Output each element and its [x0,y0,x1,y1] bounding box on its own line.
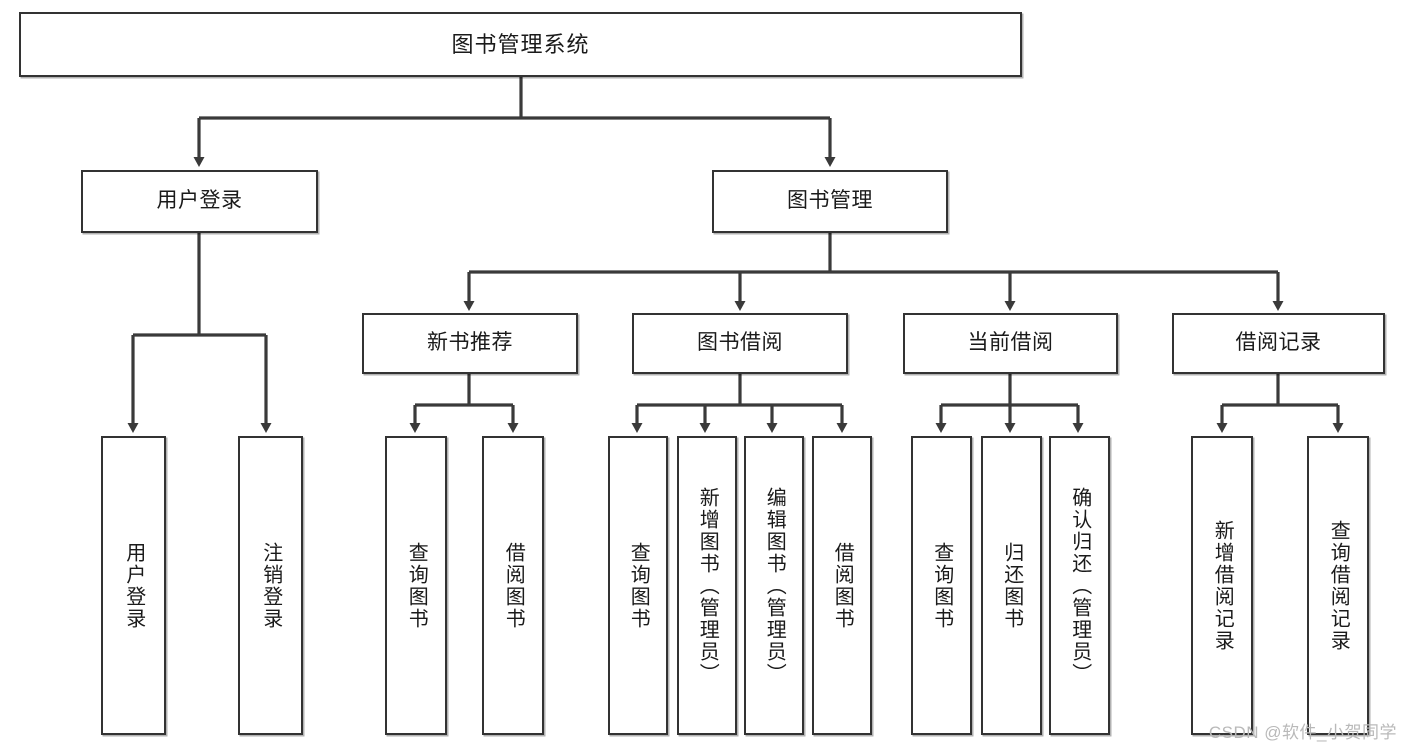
node-leaf-query-book-2[interactable]: 查询图书 [608,436,668,735]
node-leaf-user-login[interactable]: 用户登录 [101,436,166,735]
node-leaf-logout[interactable]: 注销登录 [238,436,303,735]
node-book-borrow[interactable]: 图书借阅 [632,313,848,374]
node-current-borrow[interactable]: 当前借阅 [903,313,1118,374]
node-borrow-record[interactable]: 借阅记录 [1172,313,1385,374]
csdn-watermark: CSDN @软件_小贺同学 [1208,723,1397,742]
node-book-manage-label: 图书管理 [787,189,873,213]
node-leaf-borrow-book-2-label: 借阅图书 [831,541,854,630]
node-book-borrow-label: 图书借阅 [697,331,783,355]
node-leaf-query-book-1[interactable]: 查询图书 [385,436,447,735]
node-user-login[interactable]: 用户登录 [81,170,318,233]
node-leaf-return-book-label: 归还图书 [1000,541,1023,630]
node-leaf-add-book-label: 新增图书（管理员） [696,486,719,685]
node-leaf-confirm-return-label: 确认归还（管理员） [1068,486,1091,685]
node-leaf-query-book-2-label: 查询图书 [627,541,650,630]
node-leaf-add-record[interactable]: 新增借阅记录 [1191,436,1253,735]
node-leaf-query-record[interactable]: 查询借阅记录 [1307,436,1369,735]
node-borrow-record-label: 借阅记录 [1235,331,1322,355]
node-user-login-label: 用户登录 [156,189,243,213]
node-leaf-logout-label: 注销登录 [259,541,282,630]
node-leaf-query-book-1-label: 查询图书 [405,541,428,630]
node-leaf-borrow-book-2[interactable]: 借阅图书 [812,436,872,735]
node-root[interactable]: 图书管理系统 [19,12,1022,77]
node-leaf-borrow-book-1-label: 借阅图书 [502,541,525,630]
node-leaf-query-book-3[interactable]: 查询图书 [911,436,972,735]
node-leaf-edit-book-label: 编辑图书（管理员） [763,486,786,685]
node-leaf-add-record-label: 新增借阅记录 [1211,519,1234,652]
node-leaf-return-book[interactable]: 归还图书 [981,436,1042,735]
node-leaf-query-book-3-label: 查询图书 [930,541,953,630]
node-current-borrow-label: 当前借阅 [967,331,1054,355]
node-leaf-borrow-book-1[interactable]: 借阅图书 [482,436,544,735]
node-new-book-recommend-label: 新书推荐 [427,331,513,355]
node-leaf-confirm-return[interactable]: 确认归还（管理员） [1049,436,1110,735]
node-leaf-edit-book[interactable]: 编辑图书（管理员） [744,436,804,735]
node-root-label: 图书管理系统 [451,31,590,57]
node-leaf-query-record-label: 查询借阅记录 [1327,519,1350,652]
node-leaf-add-book[interactable]: 新增图书（管理员） [677,436,737,735]
node-new-book-recommend[interactable]: 新书推荐 [362,313,578,374]
node-book-manage[interactable]: 图书管理 [712,170,948,233]
node-leaf-user-login-label: 用户登录 [122,541,145,630]
